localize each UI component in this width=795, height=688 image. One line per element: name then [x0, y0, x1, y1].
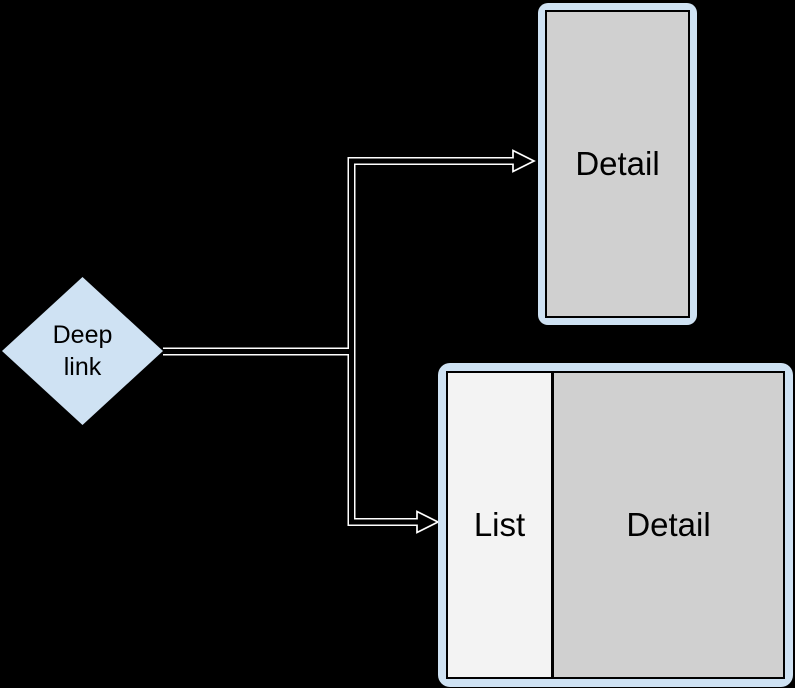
deep-link-node: Deep link — [2, 277, 163, 425]
list-pane-label: List — [473, 506, 526, 543]
detail-pane-wide-label: Detail — [626, 506, 711, 543]
list-pane: List — [448, 373, 554, 677]
detail-screen-frame: Detail — [538, 3, 697, 325]
list-detail-inner: List Detail — [446, 371, 785, 679]
deep-link-label: Deep link — [52, 321, 113, 381]
detail-pane-label: Detail — [575, 145, 660, 182]
detail-pane: Detail — [545, 10, 690, 318]
list-detail-screen-frame: List Detail — [438, 363, 793, 687]
detail-pane-wide: Detail — [554, 373, 783, 677]
connector-core — [163, 158, 517, 525]
